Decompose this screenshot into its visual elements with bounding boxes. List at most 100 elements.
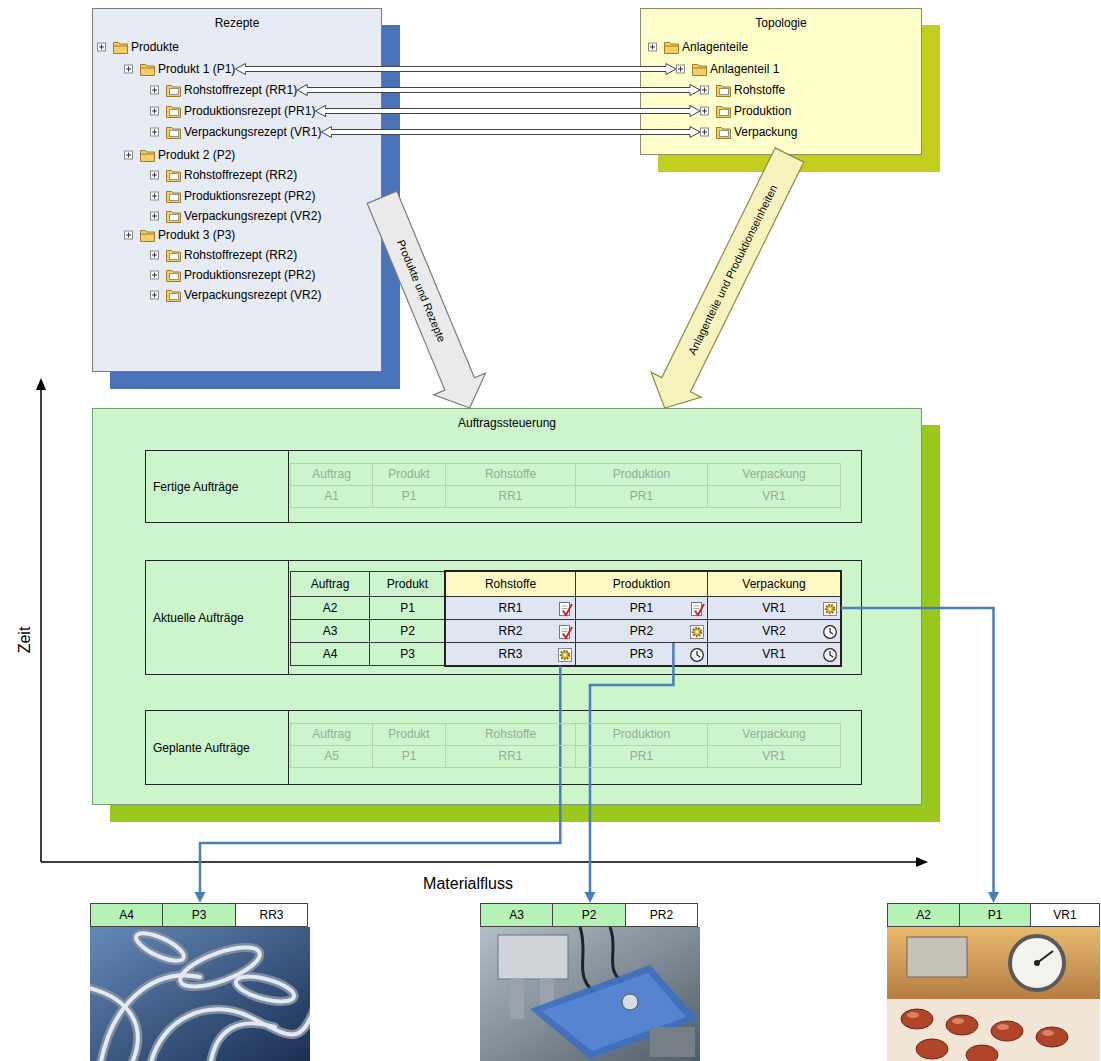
tree-item: Verpackungsrezept (VR2) (150, 286, 321, 304)
past-future-cell: Produktion (575, 463, 708, 486)
node-text: Produkt 1 (P1) (158, 62, 235, 76)
waiting-icon (691, 649, 704, 662)
node-text: Verpackung (734, 125, 797, 139)
node-text: P2 (400, 624, 415, 638)
past-future-cell: Verpackung (707, 463, 841, 486)
time-axis (40, 388, 42, 862)
connector (297, 85, 700, 96)
plant-photo (133, 928, 188, 966)
machine-photo (650, 1027, 695, 1057)
past-future-cell: P1 (372, 745, 446, 768)
table-cell: P2 (369, 619, 446, 643)
waiting-icon (824, 649, 837, 662)
done-icon (692, 603, 705, 616)
packaging-photo (1037, 951, 1053, 963)
node-text: P1 (959, 903, 1031, 927)
node-text: P1 (400, 601, 415, 615)
plant-photo (210, 1023, 275, 1061)
expand-box (151, 212, 159, 220)
expand-box (151, 171, 159, 179)
axis-arrowhead (36, 378, 46, 390)
plant-photo (90, 927, 310, 1061)
past-future-cell: Produktion (575, 723, 708, 746)
plant-photo (85, 927, 315, 1061)
machine-photo (510, 979, 524, 1019)
tree-item: Rohstoffe (700, 81, 785, 99)
packaging-photo (997, 1024, 1009, 1030)
expand-box (151, 86, 159, 94)
flow-axis (41, 861, 918, 863)
tree-item: Produkt 1 (P1) (124, 60, 235, 78)
plant-photo (210, 1023, 275, 1061)
folder-icon (665, 43, 679, 54)
node-text: Rohstoffrezept (RR2) (184, 168, 297, 182)
expand-box (98, 43, 106, 51)
waiting-icon (824, 626, 837, 639)
station-box: A3P2PR2 (480, 903, 700, 1061)
connector (841, 608, 999, 903)
past-future-cell: Auftrag (290, 723, 373, 746)
recipe-icon (167, 86, 181, 97)
node-text: Geplante Aufträge (153, 740, 250, 756)
node-text: Produkt (387, 577, 428, 591)
past-future-cell: A5 (290, 745, 373, 768)
table-cell: RR3 (445, 642, 576, 666)
arrowhead (585, 892, 596, 903)
plant-photo (176, 939, 265, 994)
node-text: Rohstoffrezept (RR2) (184, 248, 297, 262)
machine-photo (498, 935, 568, 979)
node-text: Auftrag (311, 577, 350, 591)
arrow-label: Produkte und Rezepte (394, 238, 448, 344)
node-text: Rohstoffrezept (RR1) (184, 83, 297, 97)
folder-icon (693, 65, 707, 76)
expand-box (701, 128, 709, 136)
node-text: Anlagenteile (682, 40, 748, 54)
folder-icon (141, 231, 155, 242)
node-text: Topologie (641, 9, 921, 31)
recipe-icon (167, 192, 181, 203)
node-text: VR2 (762, 624, 785, 638)
past-future-cell: RR1 (445, 485, 576, 508)
expand-box (125, 151, 133, 159)
expand-box (125, 231, 133, 239)
node-text: Produkt 2 (P2) (158, 148, 235, 162)
tree-item: Produktionsrezept (PR2) (150, 187, 315, 205)
table-cell: VR2 (707, 619, 841, 643)
recipe-icon (167, 271, 181, 282)
packaging-photo (916, 1039, 948, 1059)
table-cell: A3 (290, 619, 370, 643)
plant-photo (85, 928, 315, 1061)
tree-item: Rohstoffrezept (RR2) (150, 166, 297, 184)
machine-photo (530, 965, 698, 1059)
node-text: RR1 (498, 601, 522, 615)
expand-box (151, 107, 159, 115)
node-text: A4 (323, 647, 338, 661)
packaging-photo (907, 1012, 1054, 1036)
axis-label: Zeit (16, 627, 34, 654)
past-future-cell: Verpackung (707, 723, 841, 746)
order-group-box: Geplante Aufträge (145, 710, 862, 785)
running-icon (559, 649, 572, 662)
panel-shadow (110, 425, 940, 822)
connector (195, 666, 561, 903)
recipe-icon (717, 128, 731, 139)
plant-photo (233, 972, 296, 1007)
expand-box (151, 192, 159, 200)
node-text: A3 (480, 903, 553, 927)
tree-item: Verpackungsrezept (VR2) (150, 207, 321, 225)
table-cell: Rohstoffe (445, 571, 576, 597)
tree-item: Verpackungsrezept (VR1) (150, 123, 321, 141)
node-text: P2 (552, 903, 626, 927)
node-text: PR2 (630, 624, 653, 638)
past-future-cell: Produkt (372, 463, 446, 486)
block-arrow (367, 191, 485, 408)
past-future-cell: Rohstoffe (445, 723, 576, 746)
node-text: Rezepte (93, 9, 381, 31)
packaging-photo (1010, 936, 1064, 990)
table-cell: A2 (290, 596, 370, 620)
node-text: Verpackungsrezept (VR2) (184, 288, 321, 302)
plant-photo (150, 1007, 315, 1061)
table-outline (445, 571, 841, 666)
divider-line (288, 451, 289, 522)
connector (651, 148, 804, 408)
